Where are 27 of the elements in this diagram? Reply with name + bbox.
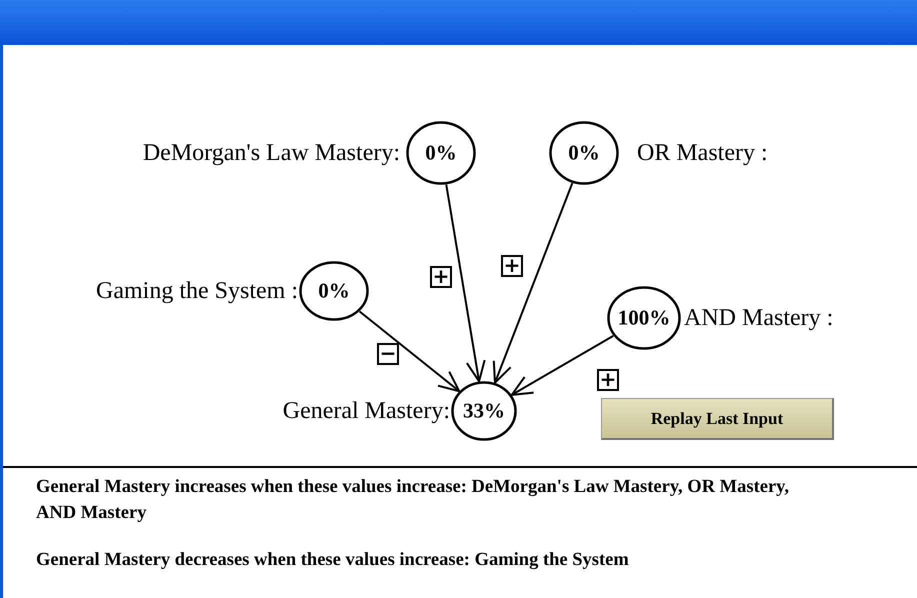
sign-label: + [430,266,452,288]
sign-label: − [377,343,399,365]
title-bar [0,0,917,45]
sign-label: + [501,255,523,277]
sign-label: + [597,369,619,391]
arrow [492,182,574,384]
mastery-label: OR Mastery : [637,141,768,165]
explanation-text: General Mastery increases when these values increase: DeMorgan's Law Mastery, OR Mastery, AND Mastery [36,476,790,525]
percentage-value: 100% [618,308,670,328]
percentage-value: 0% [318,280,350,302]
mastery-label: Gaming the System : [96,279,298,303]
replay-button: Replay Last Input [601,398,834,440]
value-circle [607,286,681,350]
mastery-label: DeMorgan's Law Mastery: [142,141,400,165]
value-circle [451,381,517,441]
explanation-text: General Mastery decreases when these values increase: Gaming the System [36,549,630,572]
mastery-label: AND Mastery : [684,306,834,330]
mastery-label: General Mastery: [282,399,450,423]
percentage-value: 0% [568,142,600,164]
value-circle [406,121,476,185]
arrow [358,310,460,392]
percentage-value: 0% [425,142,457,164]
value-circle [299,261,369,321]
percentage-value: 33% [463,400,505,422]
arrow [445,184,486,382]
value-circle [549,121,619,185]
arrow [510,334,614,396]
